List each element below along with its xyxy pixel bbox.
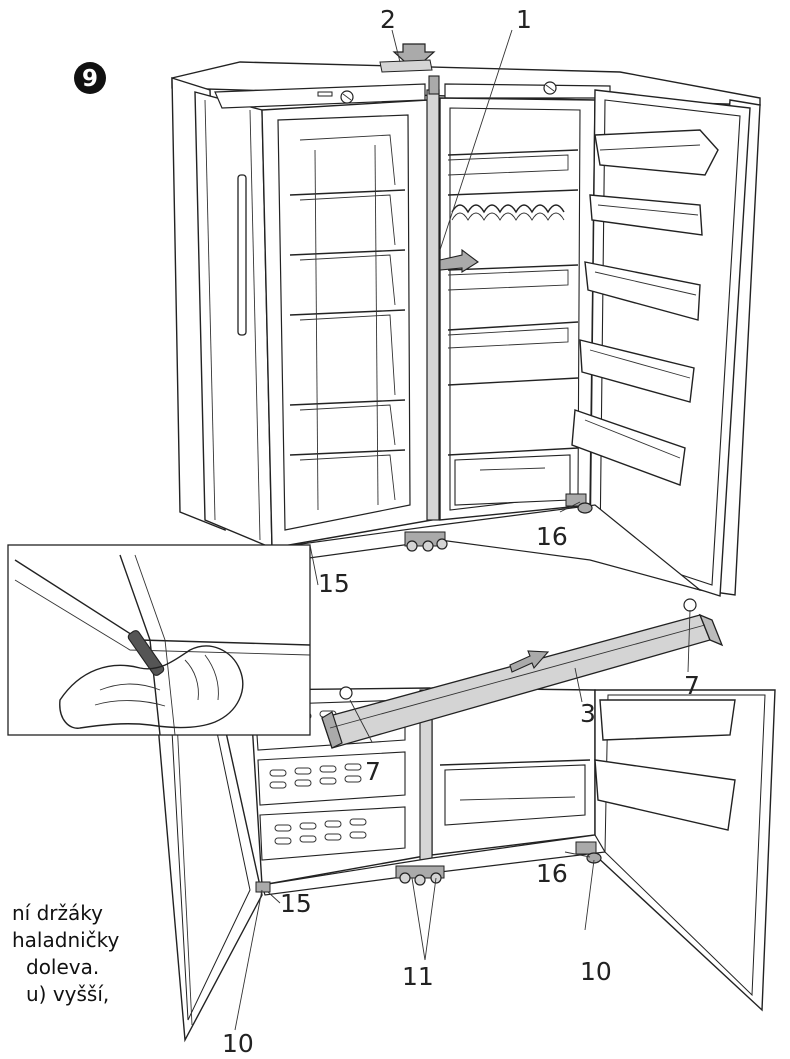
strip-arrow (439, 248, 479, 273)
text-line-3: doleva. (26, 955, 100, 979)
callout-7-right: 7 (684, 671, 700, 700)
callout-15-upper: 15 (318, 569, 350, 598)
lower-fridge (154, 598, 776, 1043)
instruction-text: ní držáky haladničky doleva. u) vyšší, (0, 900, 160, 1008)
callout-10-left: 10 (222, 1029, 254, 1058)
callout-3: 3 (580, 699, 596, 728)
text-line-4: u) vyšší, (26, 982, 110, 1006)
callout-11: 11 (402, 962, 434, 991)
text-line-2: haladničky (12, 928, 120, 952)
fridge-shelves (447, 149, 579, 506)
step-badge: 9 (74, 62, 106, 94)
cover-bar (321, 598, 724, 749)
upper-fridge (171, 43, 761, 597)
down-arrow (379, 43, 436, 73)
callout-16-lower: 16 (536, 859, 568, 888)
callout-7-left: 7 (365, 757, 381, 786)
door-bins (571, 129, 719, 486)
bottom-hinge-feet (404, 493, 593, 552)
step-number: 9 (82, 66, 98, 92)
callout-10-right: 10 (580, 957, 612, 986)
center-strip (426, 89, 440, 521)
callout-15-lower: 15 (280, 889, 312, 918)
callout-16-upper: 16 (536, 522, 568, 551)
leader-lines (234, 29, 691, 1031)
text-line-1: ní držáky (12, 901, 103, 925)
inset-detail (7, 544, 319, 736)
freezer-shelves (289, 134, 406, 511)
callout-1: 1 (516, 5, 532, 34)
callout-2: 2 (380, 5, 396, 34)
callout-labels: 1 2 3 7 7 10 10 11 15 15 16 16 (222, 5, 700, 1058)
freezer-handle (237, 174, 247, 336)
